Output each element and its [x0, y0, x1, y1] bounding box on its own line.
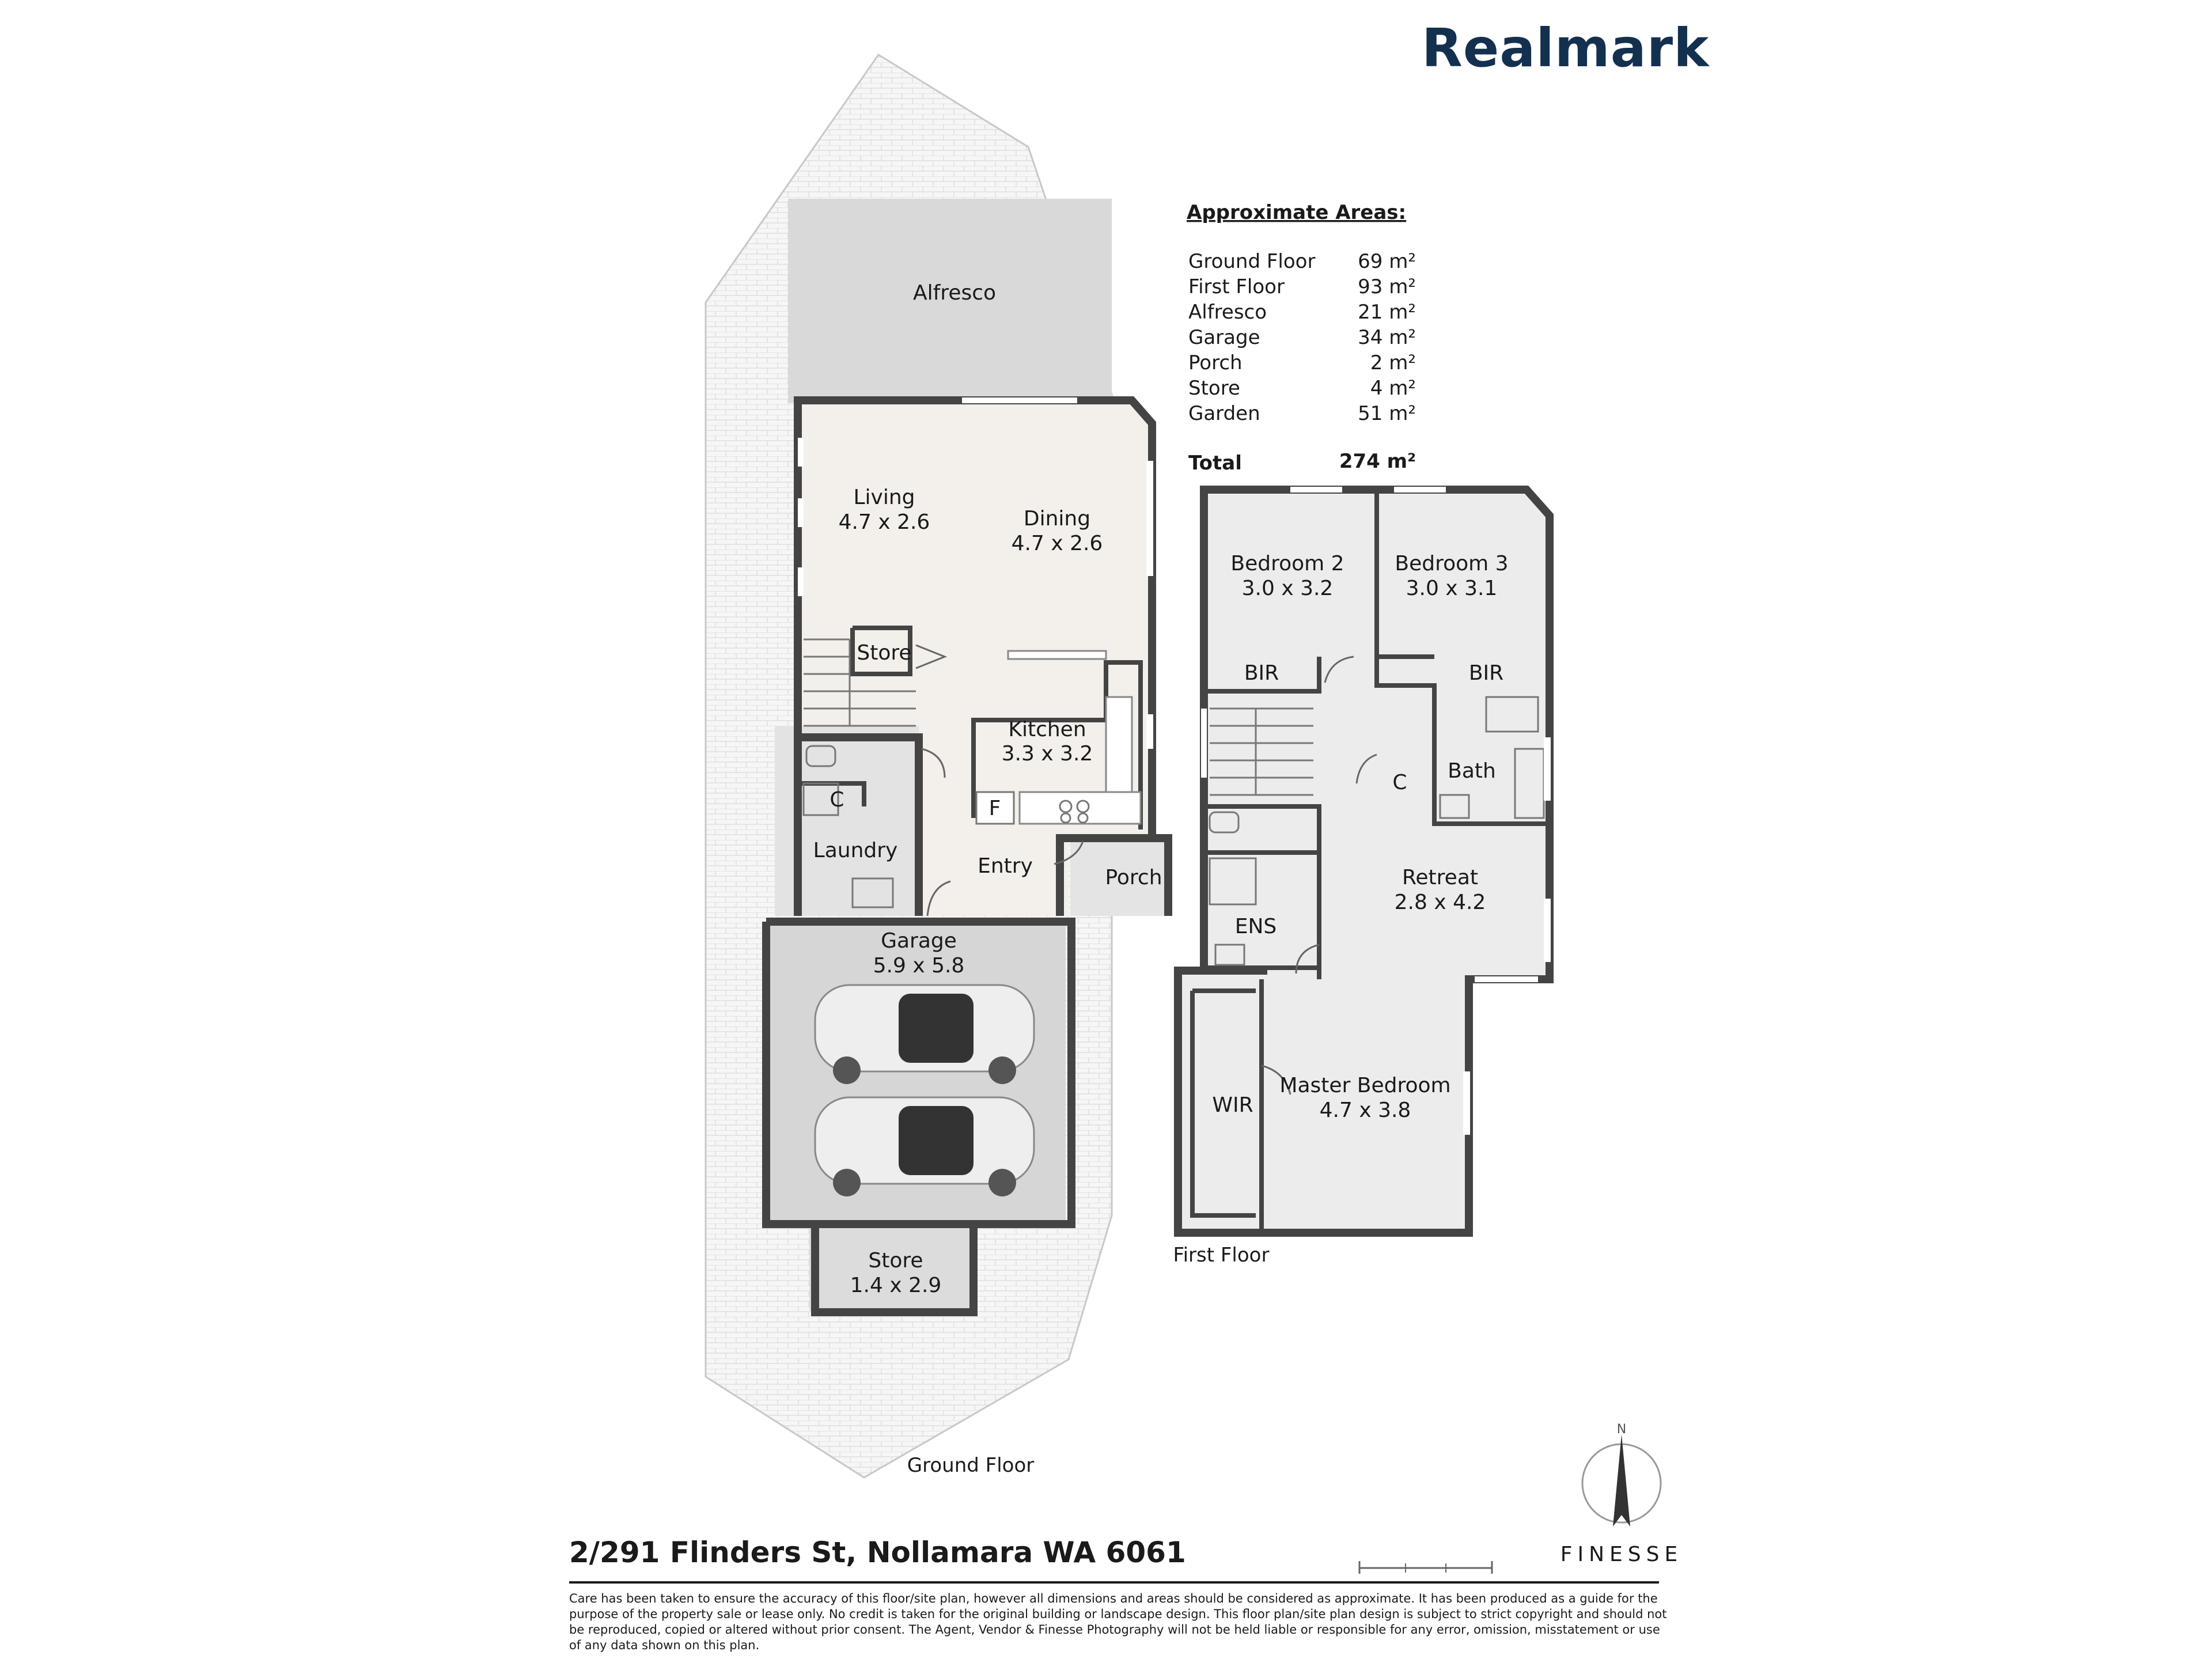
areas-total-label: Total	[1188, 452, 1242, 475]
area-row-name: First Floor	[1188, 275, 1285, 298]
finesse-logo: FINESSE	[1560, 1543, 1683, 1566]
alfresco-area	[788, 199, 1112, 403]
first-cupboard-label: C	[1392, 771, 1407, 794]
area-row-name: Alfresco	[1188, 301, 1267, 324]
master-size: 4.7 x 3.8	[1320, 1099, 1411, 1122]
fridge-box	[975, 791, 1015, 825]
areas-title: Approximate Areas:	[1187, 201, 1406, 224]
bedroom3-size: 3.0 x 3.1	[1406, 577, 1498, 600]
area-row-name: Porch	[1188, 351, 1243, 374]
area-row-value: 21 m²	[1358, 301, 1416, 324]
area-row-name: Garage	[1188, 326, 1260, 349]
store-inner-label: Store	[857, 641, 911, 665]
north-compass-icon: N	[1581, 1422, 1662, 1527]
retreat-size: 2.8 x 4.2	[1395, 891, 1486, 914]
store-outer-size: 1.4 x 2.9	[850, 1274, 942, 1297]
retreat-label: Retreat	[1402, 866, 1478, 889]
car-2	[814, 1096, 1035, 1196]
first-floor-label: First Floor	[1173, 1244, 1270, 1267]
dining-size: 4.7 x 2.6	[1012, 532, 1103, 555]
laundry-label: Laundry	[813, 839, 898, 862]
area-row-value: 4 m²	[1370, 377, 1416, 400]
areas-total-value: 274 m²	[1339, 450, 1416, 473]
property-address: 2/291 Flinders St, Nollamara WA 6061	[569, 1536, 1186, 1569]
realmark-logo: Realmark	[1422, 17, 1710, 79]
bedroom2-label: Bedroom 2	[1230, 552, 1344, 575]
area-row-value: 2 m²	[1370, 351, 1416, 374]
bir-right-label: BIR	[1469, 661, 1503, 685]
area-row-name: Ground Floor	[1188, 250, 1315, 273]
alfresco-label: Alfresco	[913, 281, 996, 305]
area-row-value: 51 m²	[1358, 402, 1416, 425]
stairs-ground	[804, 638, 916, 727]
car-1	[814, 984, 1035, 1084]
area-row-name: Store	[1188, 377, 1240, 400]
bedroom3-label: Bedroom 3	[1395, 552, 1508, 575]
kitchen-label: Kitchen	[1008, 718, 1086, 741]
areas-table: Approximate Areas: Ground Floor 69 m² Fi…	[1187, 201, 1416, 475]
fridge-label: F	[989, 797, 1001, 820]
master-label: Master Bedroom	[1279, 1074, 1450, 1097]
area-row-value: 34 m²	[1358, 326, 1416, 349]
area-row-value: 69 m²	[1358, 250, 1416, 273]
dining-label: Dining	[1024, 507, 1090, 531]
first-floor-interior	[1178, 490, 1550, 1233]
kitchen-size: 3.3 x 3.2	[1002, 742, 1093, 766]
scale-bar	[1358, 1561, 1493, 1574]
living-label: Living	[853, 486, 915, 509]
area-row-value: 93 m²	[1358, 275, 1416, 298]
garage-size: 5.9 x 5.8	[873, 954, 965, 978]
area-row-name: Garden	[1188, 402, 1260, 425]
store-outer-label: Store	[868, 1249, 923, 1272]
porch-label: Porch	[1105, 866, 1162, 889]
wir-label: WIR	[1212, 1093, 1253, 1117]
bir-left-label: BIR	[1244, 661, 1279, 685]
ground-floor-label: Ground Floor	[907, 1454, 1034, 1477]
ens-label: ENS	[1235, 915, 1277, 938]
laundry-cupboard-label: C	[830, 788, 844, 812]
svg-text:N: N	[1617, 1422, 1626, 1437]
living-size: 4.7 x 2.6	[839, 510, 930, 534]
entry-label: Entry	[978, 854, 1033, 878]
bath-label: Bath	[1448, 759, 1496, 783]
stairs-first	[1210, 707, 1313, 796]
disclaimer-text: Care has been taken to ensure the accura…	[569, 1592, 1667, 1652]
garage-label: Garage	[881, 929, 957, 953]
bedroom2-size: 3.0 x 3.2	[1242, 577, 1334, 600]
